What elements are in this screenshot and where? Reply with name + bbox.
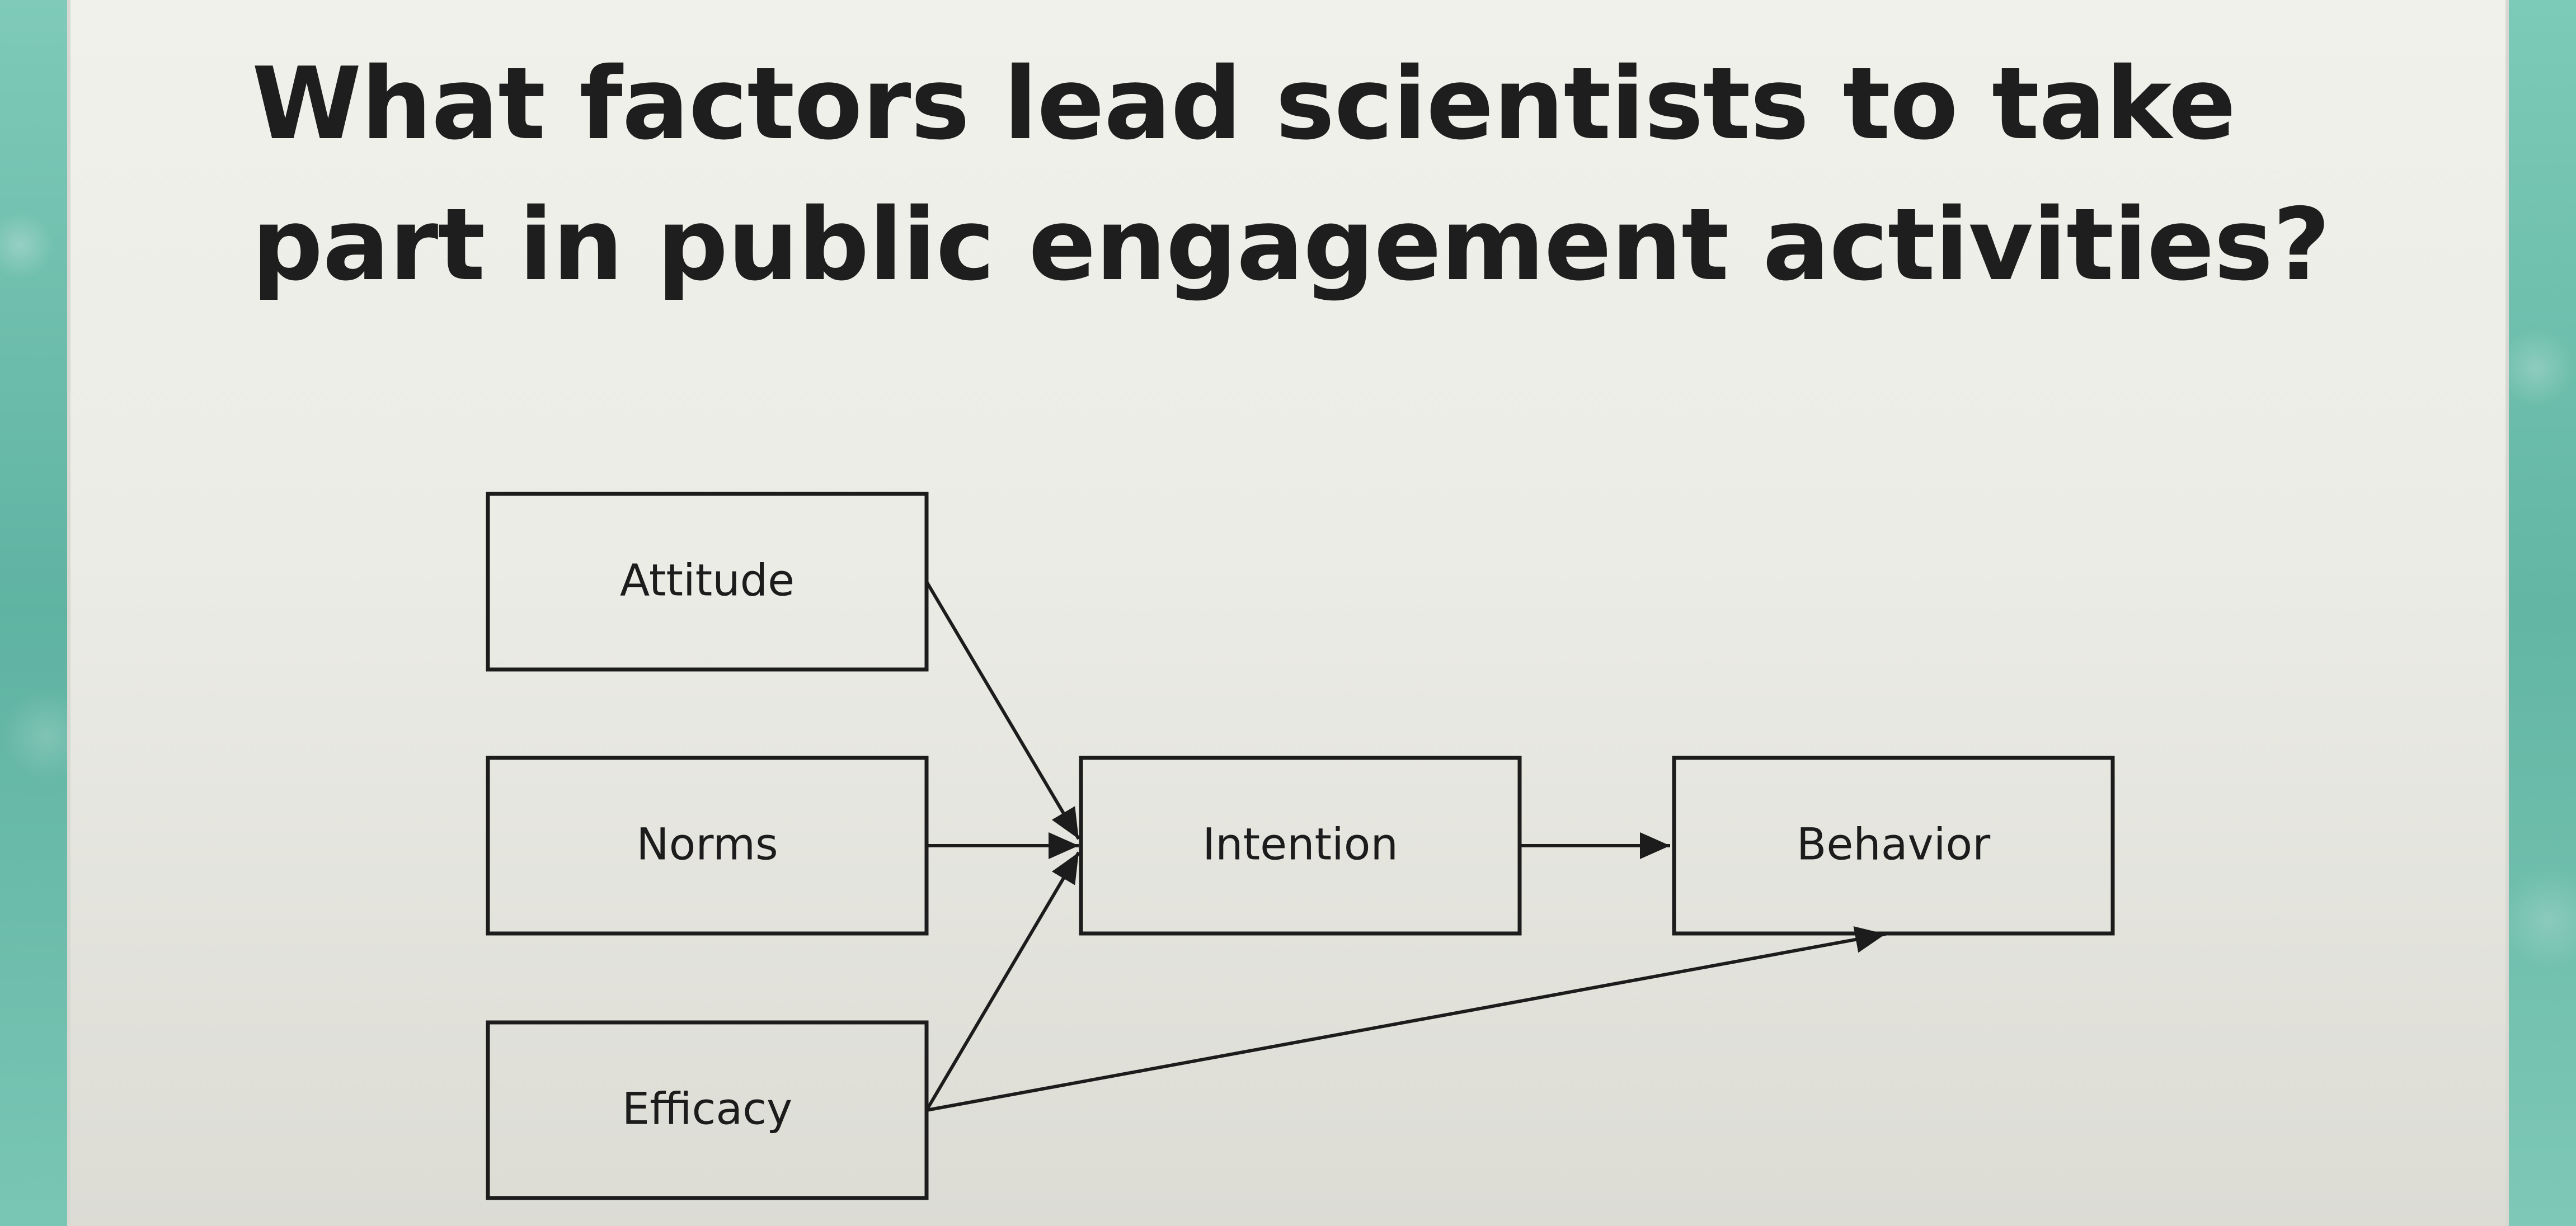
edge-efficacy-to-intention	[925, 851, 1080, 1111]
node-intention: Intention	[1079, 756, 1522, 936]
edge-efficacy-to-behavior	[926, 926, 1886, 1112]
edges	[925, 581, 1886, 1112]
node-efficacy-label: Efficacy	[622, 1084, 792, 1134]
node-attitude: Attitude	[486, 492, 929, 672]
node-behavior-label: Behavior	[1797, 819, 1991, 870]
slide-title: What factors lead scientists to take par…	[252, 46, 2330, 303]
slide	[67, 0, 2509, 1226]
node-intention-label: Intention	[1202, 819, 1398, 870]
node-attitude-label: Attitude	[620, 555, 795, 606]
node-norms: Norms	[486, 756, 929, 936]
node-efficacy: Efficacy	[486, 1020, 929, 1200]
edge-attitude-to-intention	[925, 581, 1080, 840]
left-background-border	[0, 0, 67, 1226]
node-norms-label: Norms	[636, 819, 778, 870]
node-behavior: Behavior	[1672, 756, 2115, 936]
right-background-border	[2509, 0, 2576, 1226]
